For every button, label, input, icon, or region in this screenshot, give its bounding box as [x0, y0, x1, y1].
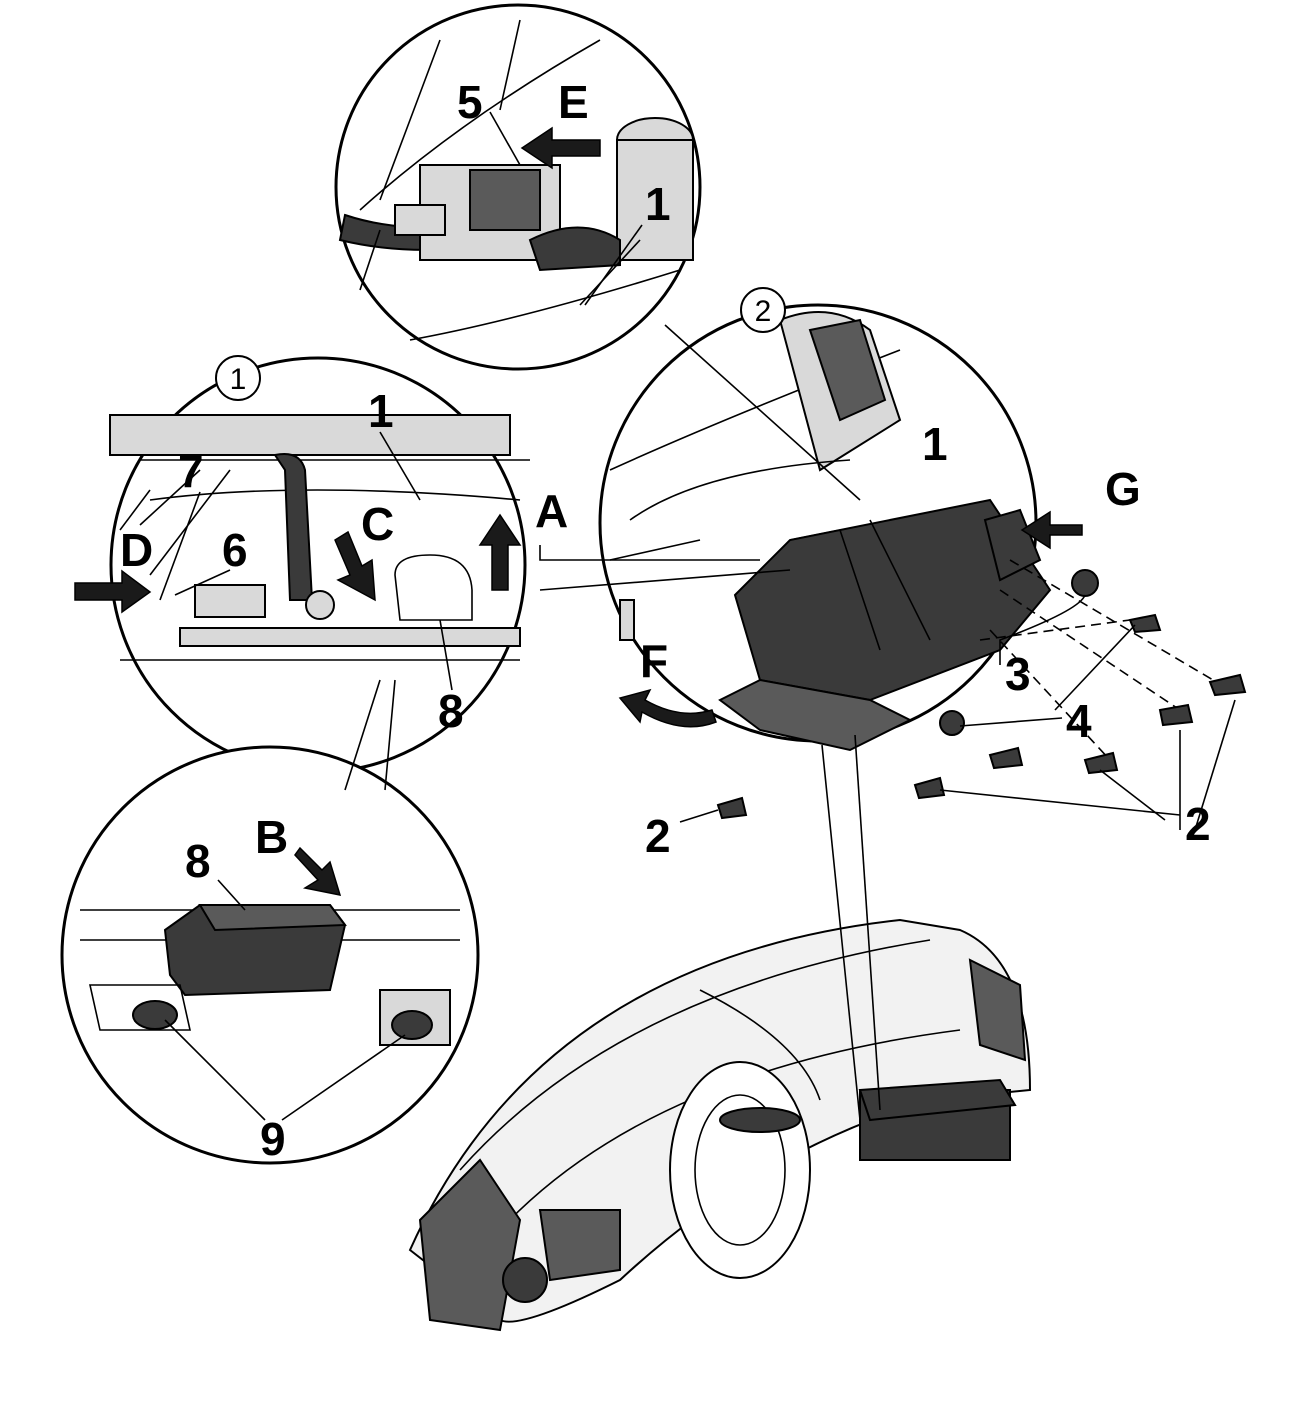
label-a: A [535, 485, 568, 537]
label-e: E [558, 76, 589, 128]
arrow-d-icon [74, 569, 152, 614]
label-6: 6 [222, 524, 248, 576]
arrow-g-icon [1020, 510, 1083, 550]
direction-arrows [74, 126, 1083, 896]
label-2-left: 2 [645, 810, 671, 862]
detail-marker-2: 2 [755, 295, 772, 328]
label-5: 5 [457, 76, 483, 128]
label-c: C [361, 498, 394, 550]
label-1-right: 1 [922, 418, 948, 470]
arrow-a-icon [478, 513, 522, 591]
label-leaders [119, 111, 1236, 1121]
leader-lines [344, 324, 1231, 1121]
label-4: 4 [1066, 695, 1092, 747]
detail-marker-1: 1 [230, 363, 247, 396]
detail-circle-1 [109, 356, 530, 774]
label-1-top: 1 [645, 178, 671, 230]
label-9: 9 [260, 1113, 286, 1165]
label-f: F [640, 635, 668, 687]
dashboard [408, 918, 1032, 1332]
fasteners [716, 569, 1247, 820]
arrow-f-icon [618, 688, 717, 728]
detail-circle-top [334, 3, 702, 371]
label-d: D [120, 524, 153, 576]
label-1-left: 1 [368, 385, 394, 437]
label-b: B [255, 811, 288, 863]
label-3: 3 [1005, 648, 1031, 700]
label-8-lower: 8 [185, 835, 211, 887]
label-8-upper: 8 [438, 685, 464, 737]
arrow-b-icon [294, 846, 342, 896]
detail-circle-bottom [60, 745, 480, 1165]
arrow-c-icon [334, 530, 376, 602]
label-g: G [1105, 463, 1141, 515]
label-7: 7 [178, 445, 204, 497]
arrow-e-icon [520, 126, 601, 170]
label-2-right: 2 [1185, 798, 1211, 850]
